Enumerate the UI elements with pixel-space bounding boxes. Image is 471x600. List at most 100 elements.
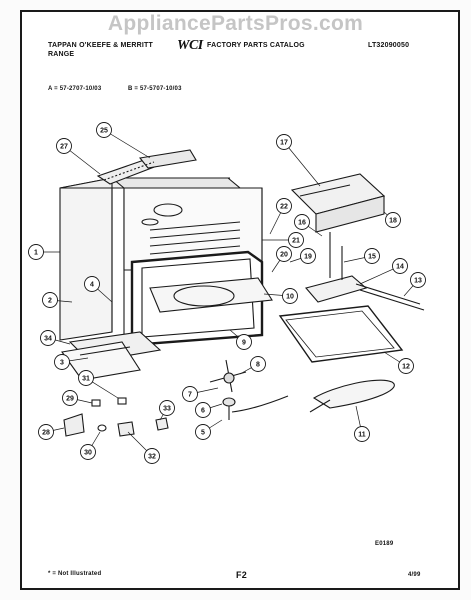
- callout-label-21: 21: [292, 238, 300, 245]
- callout-label-4: 4: [90, 282, 94, 289]
- callout-bubble-12: [398, 358, 414, 374]
- callout-7: 7: [182, 386, 219, 402]
- callout-label-3: 3: [60, 360, 64, 367]
- callout-label-28: 28: [42, 430, 50, 437]
- callout-18: 18: [383, 211, 401, 228]
- callout-12: 12: [383, 351, 414, 374]
- callout-label-31: 31: [82, 376, 90, 383]
- callout-13: 13: [403, 272, 426, 297]
- callout-label-27: 27: [60, 144, 68, 151]
- leader-line-25: [103, 129, 151, 159]
- callout-label-18: 18: [389, 218, 397, 225]
- callout-3: 3: [54, 354, 89, 370]
- callout-6: 6: [195, 402, 223, 418]
- callout-11: 11: [354, 405, 370, 442]
- callout-bubble-34: [40, 330, 56, 346]
- callout-15: 15: [343, 248, 380, 264]
- callout-29: 29: [62, 390, 93, 406]
- callout-10: 10: [263, 288, 298, 304]
- callout-bubble-16: [294, 214, 310, 230]
- callout-bubble-19: [300, 248, 316, 264]
- callout-label-10: 10: [286, 294, 294, 301]
- callout-28: 28: [38, 424, 65, 440]
- callout-bubble-9: [236, 334, 252, 350]
- callout-27: 27: [56, 138, 101, 175]
- leader-line-17: [283, 141, 321, 187]
- callout-20: 20: [271, 246, 292, 273]
- bake-element: [309, 379, 395, 413]
- small-parts: [63, 397, 169, 437]
- callout-label-13: 13: [414, 278, 422, 285]
- callout-2: 2: [42, 292, 73, 308]
- model-a: A = 57-2707-10/03: [48, 86, 102, 92]
- callout-bubble-28: [38, 424, 54, 440]
- callout-bubble-25: [96, 122, 112, 138]
- callout-label-34: 34: [44, 336, 52, 343]
- model-b: B = 57-5707-10/03: [128, 86, 182, 92]
- bottom-tray: [61, 331, 162, 381]
- back-panel-parts: [96, 149, 197, 185]
- callout-label-9: 9: [242, 340, 246, 347]
- callout-bubble-4: [84, 276, 100, 292]
- callout-bubble-11: [354, 426, 370, 442]
- callout-21: 21: [262, 232, 304, 248]
- callout-30: 30: [80, 431, 101, 460]
- not-illustrated-note: * = Not Illustrated: [48, 571, 102, 577]
- callout-label-5: 5: [201, 430, 205, 437]
- callout-bubble-21: [288, 232, 304, 248]
- callout-8: 8: [239, 356, 266, 375]
- brand-line-2: RANGE: [48, 51, 75, 58]
- callout-bubble-5: [195, 424, 211, 440]
- callout-label-8: 8: [256, 362, 260, 369]
- drawing-code: E0189: [375, 541, 394, 547]
- thermostat-bracket: [305, 232, 425, 311]
- watermark: AppliancePartsPros.com: [107, 12, 364, 35]
- callout-bubble-15: [364, 248, 380, 264]
- callout-bubble-6: [195, 402, 211, 418]
- callout-bubble-33: [159, 400, 175, 416]
- callout-label-1: 1: [34, 250, 38, 257]
- callout-label-19: 19: [304, 254, 312, 261]
- callout-bubble-22: [276, 198, 292, 214]
- page-number: F2: [236, 570, 247, 580]
- callout-bubble-31: [78, 370, 94, 386]
- callout-label-14: 14: [396, 264, 404, 271]
- callout-bubble-1: [28, 244, 44, 260]
- callout-bubble-10: [282, 288, 298, 304]
- callout-16: 16: [294, 214, 323, 237]
- callout-22: 22: [269, 198, 292, 235]
- control-box: [290, 173, 386, 233]
- callout-label-30: 30: [84, 450, 92, 457]
- brand-line-1: TAPPAN O'KEEFE & MERRITT: [48, 42, 153, 49]
- callout-bubble-17: [276, 134, 292, 150]
- callout-19: 19: [289, 248, 316, 264]
- wci-logo: WCI: [177, 38, 203, 53]
- callout-1: 1: [28, 244, 60, 260]
- callout-33: 33: [159, 400, 175, 421]
- callout-34: 34: [40, 330, 71, 346]
- callout-31: 31: [78, 370, 119, 399]
- callout-bubble-3: [54, 354, 70, 370]
- callout-9: 9: [229, 329, 252, 350]
- callout-bubble-20: [276, 246, 292, 262]
- callout-label-16: 16: [298, 220, 306, 227]
- callout-label-15: 15: [368, 254, 376, 261]
- callout-bubble-8: [250, 356, 266, 372]
- callout-5: 5: [195, 419, 223, 440]
- callout-4: 4: [84, 276, 113, 303]
- callout-label-12: 12: [402, 364, 410, 371]
- catalog-title: FACTORY PARTS CATALOG: [207, 42, 305, 49]
- callout-17: 17: [276, 134, 321, 187]
- broil-element: [278, 305, 404, 363]
- callout-bubble-14: [392, 258, 408, 274]
- callout-bubble-2: [42, 292, 58, 308]
- callout-bubble-18: [385, 212, 401, 228]
- oven-bottom-panel: [149, 277, 273, 313]
- range-body: [59, 177, 263, 345]
- callout-label-25: 25: [100, 128, 108, 135]
- callout-bubble-32: [144, 448, 160, 464]
- callout-label-2: 2: [48, 298, 52, 305]
- callout-label-7: 7: [188, 392, 192, 399]
